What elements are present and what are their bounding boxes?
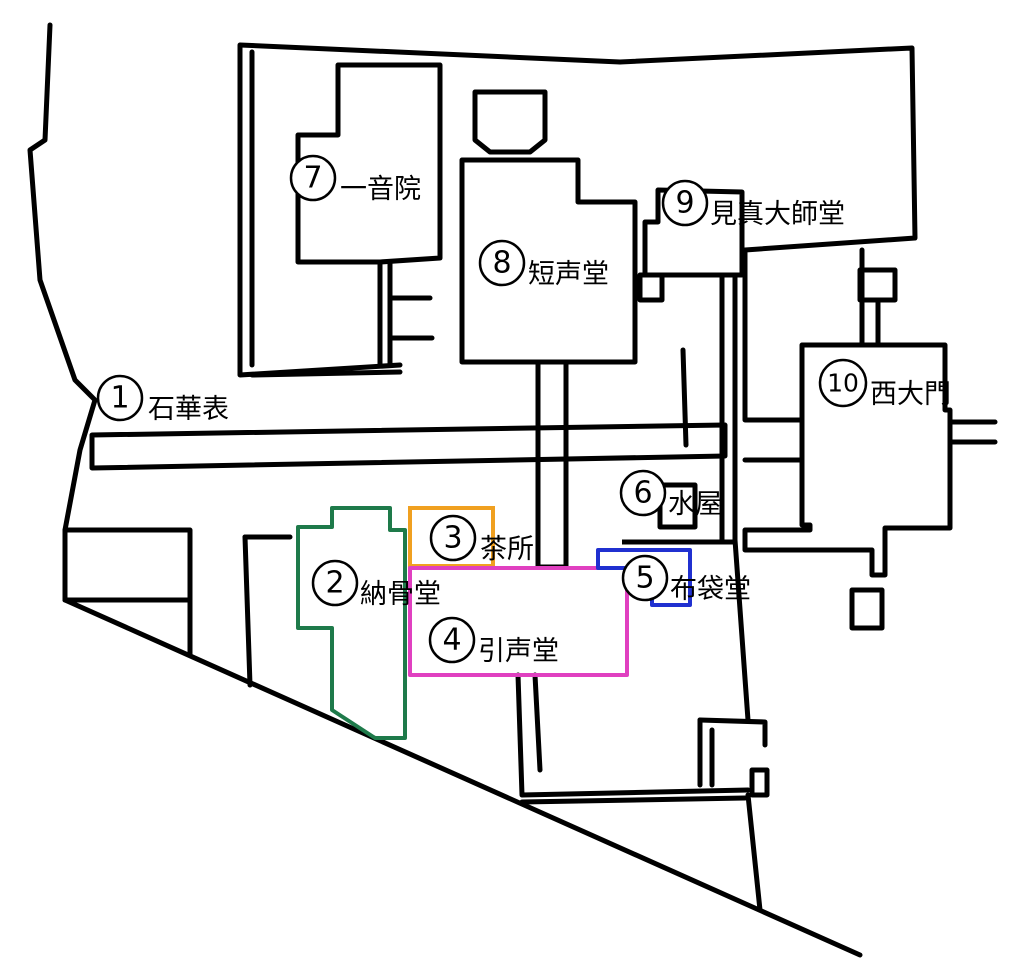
location-label-10: 10 西大門	[818, 358, 951, 410]
location-number-2: 2	[325, 566, 344, 601]
location-number-4: 4	[442, 623, 461, 658]
location-name-4: 引声堂	[478, 636, 559, 667]
location-label-7: 7 一音院	[289, 154, 421, 205]
location-number-6: 6	[633, 476, 652, 511]
noukotsudo-outline	[296, 506, 407, 740]
location-name-10: 西大門	[870, 379, 951, 410]
location-label-9: 9 見真大師堂	[661, 179, 845, 230]
location-name-5: 布袋堂	[670, 574, 751, 605]
location-number-3: 3	[443, 521, 462, 556]
location-name-9: 見真大師堂	[710, 199, 845, 230]
site-boundary	[27, 22, 863, 958]
left-small-building	[62, 527, 193, 658]
location-name-2: 納骨堂	[360, 579, 441, 610]
location-number-7: 7	[303, 161, 322, 196]
location-name-6: 水屋	[668, 489, 722, 520]
inseido-outline	[408, 566, 629, 677]
location-number-5: 5	[635, 561, 654, 596]
north-compound	[617, 45, 918, 253]
main-corridor	[89, 422, 728, 471]
nishi-daimon-building	[742, 342, 998, 631]
location-name-7: 一音院	[340, 174, 421, 205]
location-number-9: 9	[675, 186, 694, 221]
location-name-8: 短声堂	[528, 259, 609, 290]
location-number-8: 8	[492, 246, 511, 281]
location-name-1: 石華表	[148, 394, 229, 425]
location-number-1: 1	[110, 381, 129, 416]
location-label-8: 8 短声堂	[478, 239, 609, 290]
location-label-4: 4 引声堂	[428, 616, 559, 667]
location-name-3: 茶所	[480, 534, 534, 565]
tanseido-building	[459, 89, 638, 570]
southern-structures	[242, 534, 770, 913]
location-label-2: 2 納骨堂	[311, 559, 441, 610]
location-number-10: 10	[827, 369, 859, 398]
location-label-6: 6 水屋	[619, 469, 722, 520]
location-label-3: 3 茶所	[429, 514, 534, 565]
ichionin-compound	[237, 42, 623, 378]
east-corridor	[742, 247, 898, 463]
location-label-1: 1 石華表	[96, 374, 229, 425]
location-label-5: 5 布袋堂	[621, 554, 751, 605]
